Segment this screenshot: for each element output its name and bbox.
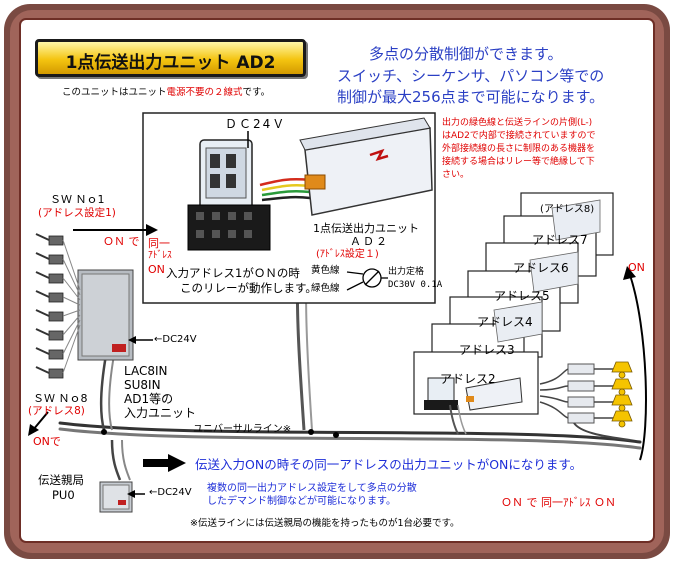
board-power-label: ←DC24V: [154, 334, 197, 345]
switch-board-photo: [35, 233, 134, 379]
same-address-top: 同一: [148, 237, 170, 250]
relay-power-label: ＤＣ24Ｖ: [225, 117, 287, 131]
right-on-label: ON: [628, 261, 645, 274]
footer-note: ※伝送ラインには伝送親局の機能を持ったものが1台必要です。: [190, 518, 460, 529]
ad2-photo-panel: [142, 112, 436, 304]
pu0-title: 伝送親局: [38, 473, 84, 487]
switch-no1-address: (アドレス設定1): [38, 207, 116, 219]
yellow-wire-label: 黄色線: [311, 265, 340, 276]
pu0-model: PU0: [52, 488, 75, 502]
universal-line-cable: [58, 421, 642, 450]
on-label-left: ONで: [33, 435, 61, 448]
headline-line-1: 多点の分散制御ができます。: [369, 45, 563, 63]
ad2-model: ＡＤ２: [350, 235, 389, 248]
green-wire-label: 緑色線: [311, 283, 340, 294]
input-unit-label: LAC8IN SU8IN AD1等の 入力ユニット: [124, 364, 197, 420]
page-title: 1点伝送出力ユニット AD2: [65, 53, 276, 73]
relay-note-line-1: 入力アドレス1がＯＮの時: [166, 266, 300, 280]
pu0-power-label: ←DC24V: [149, 487, 192, 498]
signal-arrows: [28, 131, 647, 498]
same-address-top-on: ON: [148, 263, 165, 276]
relay-note-line-2: このリレーが動作します。: [180, 281, 317, 295]
wiring-note: 出力の緑色線と伝送ラインの片側(L-) はAD2で内部で接続されていますので 外…: [442, 118, 596, 180]
title-badge: 1点伝送出力ユニット AD2: [35, 39, 306, 77]
card-3-label: アドレス3: [459, 343, 515, 357]
bottom-on-label: ＯＮ で 同一ｱﾄﾞﾚｽ ＯＮ: [501, 496, 616, 509]
card-7-label: アドレス7: [532, 233, 588, 247]
output-contact-symbol: [346, 268, 388, 291]
switch-no8-address: (アドレス8): [28, 405, 85, 417]
output-rating-label: 出力定格: [388, 267, 425, 277]
card-6-label: アドレス6: [513, 261, 569, 275]
pu0-photo: [99, 481, 133, 513]
output-lamps: [539, 361, 633, 441]
unit-note: このユニットはユニット電源不要の２線式です。: [62, 87, 271, 98]
card-2-label: アドレス2: [440, 372, 496, 386]
ad2-unit-name: 1点伝送出力ユニット: [313, 222, 419, 235]
card-4-label: アドレス4: [477, 315, 533, 329]
relay-socket: [187, 204, 271, 251]
card-8-label: (アドレス8): [540, 204, 595, 215]
demand-note-1: 複数の同一出力アドレス設定をして多点の分散: [207, 483, 417, 494]
demand-note-2: したデマンド制御などが可能になります。: [207, 496, 396, 507]
universal-line-label: ユニバーサルライン※: [193, 424, 292, 435]
card-5-label: アドレス5: [494, 289, 550, 303]
headline-line-3: 制御が最大256点まで可能になります。: [337, 88, 605, 106]
output-rating-value: DC30V 0.1A: [388, 280, 443, 290]
transmission-note: 伝送入力ONの時その同一アドレスの出力ユニットがONになります。: [195, 457, 583, 472]
on-label-top: ＯＮ で: [103, 235, 140, 248]
switch-no1-label: ＳＷ Ｎｏ1: [50, 193, 105, 206]
headline-line-2: スイッチ、シーケンサ、パソコン等での: [337, 67, 605, 85]
ad2-address-setting: (ｱﾄﾞﾚｽ設定１): [316, 249, 379, 260]
switch-no8-label: ＳＷ Ｎｏ8: [33, 392, 88, 405]
same-address-top-2: ｱﾄﾞﾚｽ: [148, 250, 172, 261]
